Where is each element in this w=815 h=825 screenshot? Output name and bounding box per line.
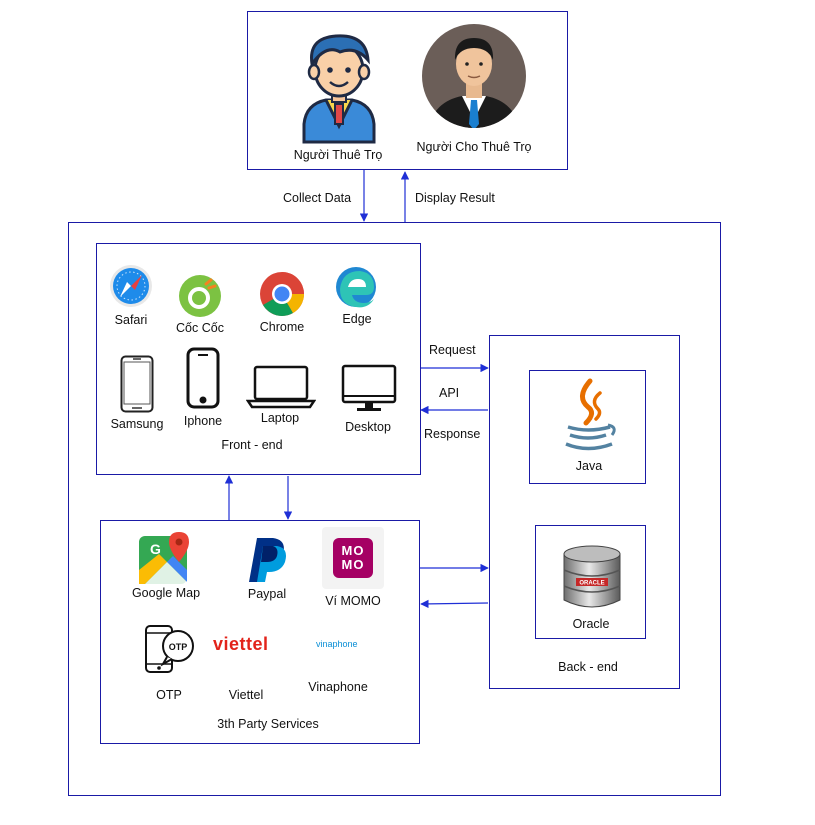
paypal-icon	[249, 538, 286, 582]
edge-label: Edge	[342, 312, 372, 326]
momo-label: Ví MOMO	[325, 594, 381, 608]
tenant-avatar-icon	[302, 34, 376, 144]
otp-logo-text: OTP	[169, 642, 188, 652]
backend-title: Back - end	[558, 660, 618, 674]
landlord-label: Người Cho Thuê Trọ	[416, 140, 532, 154]
vinaphone-label: Vinaphone	[308, 680, 368, 694]
response-label: Response	[424, 427, 481, 441]
otp-phone-icon: OTP	[145, 625, 194, 673]
svg-text:G: G	[150, 541, 161, 557]
samsung-phone-icon	[120, 355, 154, 413]
laptop-icon	[246, 365, 316, 409]
iphone-icon	[186, 347, 220, 409]
viettel-label: Viettel	[228, 688, 264, 702]
edge-icon	[336, 267, 376, 308]
samsung-label: Samsung	[110, 417, 164, 431]
google-map-icon: G	[139, 532, 189, 584]
oracle-database-icon: ORACLE	[563, 545, 621, 608]
paypal-label: Paypal	[247, 587, 287, 601]
system-box	[68, 222, 721, 796]
safari-label: Safari	[114, 313, 148, 327]
oracle-logo-text: ORACLE	[579, 581, 604, 587]
momo-logo-top: MO	[341, 543, 365, 558]
vinaphone-logo: vinaphone	[316, 639, 358, 649]
api-label: API	[439, 386, 460, 400]
display-result-label: Display Result	[415, 191, 495, 205]
java-icon	[565, 378, 616, 451]
oracle-label: Oracle	[572, 617, 610, 631]
landlord-avatar-icon	[422, 24, 526, 128]
momo-logo-bottom: MO	[341, 557, 365, 572]
desktop-icon	[341, 364, 397, 411]
chrome-icon	[260, 272, 304, 316]
desktop-label: Desktop	[345, 420, 391, 434]
otp-label: OTP	[156, 688, 182, 702]
google-map-label: Google Map	[131, 586, 201, 600]
java-label: Java	[575, 459, 603, 473]
frontend-title: Front - end	[221, 438, 283, 452]
coccoc-label: Cốc Cốc	[176, 321, 224, 335]
java-box	[529, 370, 646, 484]
coccoc-icon	[179, 275, 221, 317]
chrome-label: Chrome	[259, 320, 305, 334]
tenant-label: Người Thuê Trọ	[293, 148, 383, 162]
third-party-title: 3th Party Services	[217, 717, 319, 731]
laptop-label: Laptop	[260, 411, 300, 425]
viettel-logo: viettel	[213, 634, 269, 654]
safari-icon	[110, 265, 152, 307]
request-label: Request	[429, 343, 476, 357]
oracle-box	[535, 525, 646, 639]
iphone-label: Iphone	[183, 414, 223, 428]
collect-data-label: Collect Data	[283, 191, 352, 205]
momo-icon: MO MO	[322, 527, 384, 589]
